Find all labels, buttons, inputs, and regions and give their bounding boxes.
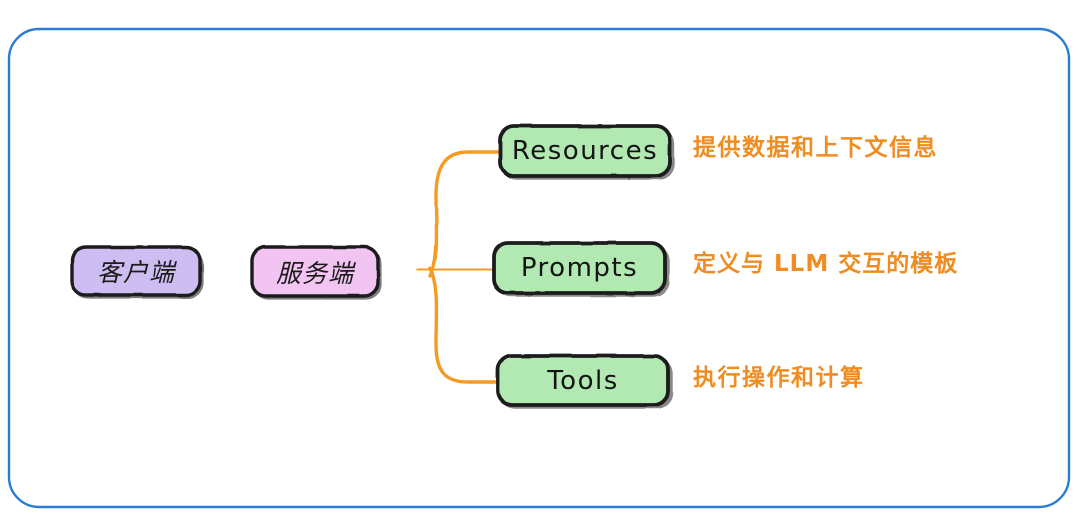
node-box-tools[interactable]	[496, 354, 673, 409]
server-tools-branch	[428, 266, 501, 384]
node-box-resources[interactable]	[498, 124, 675, 180]
node-box-server[interactable]	[250, 245, 382, 300]
node-box-prompts[interactable]	[492, 241, 670, 297]
annotation-resources: 提供数据和上下文信息	[693, 135, 938, 161]
server-resources-branch	[428, 150, 502, 278]
annotation-tools: 执行操作和计算	[693, 365, 865, 391]
node-box-client[interactable]	[70, 245, 204, 299]
outer-frame	[7, 27, 1071, 509]
annotation-prompts: 定义与 LLM 交互的模板	[693, 251, 959, 277]
